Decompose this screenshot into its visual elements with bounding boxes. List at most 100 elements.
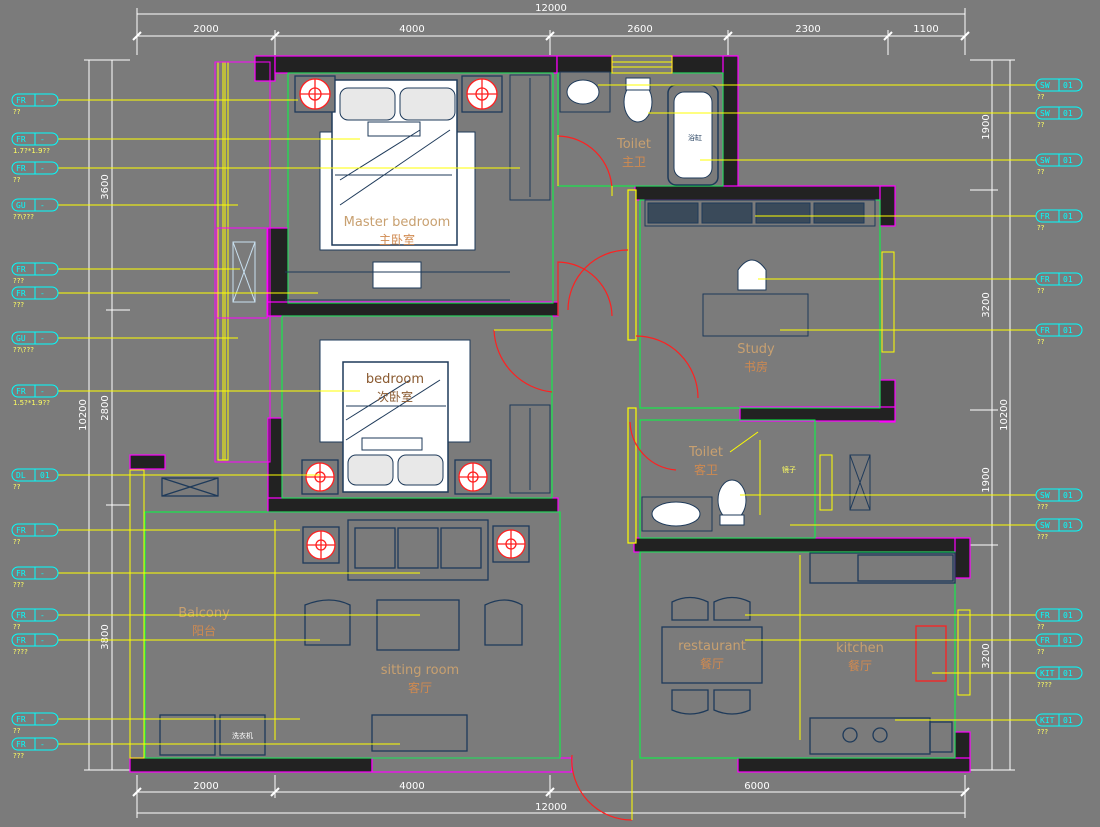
- tag-code: FR: [16, 569, 26, 578]
- tag-number: 01: [1063, 611, 1073, 620]
- dim-right-total: 10200: [999, 399, 1010, 431]
- dim-bottom-3: 6000: [744, 781, 769, 792]
- tag-code: FR: [16, 611, 26, 620]
- right-tag: SW 01??: [1035, 78, 1083, 101]
- wardrobe-second: [509, 404, 551, 494]
- master-bedroom-label-en: Master bedroom: [344, 215, 451, 230]
- master-bed: [319, 79, 476, 251]
- dim-top-total: 12000: [535, 3, 567, 14]
- tag-code: SW: [1040, 521, 1050, 530]
- bedroom-label-en: bedroom: [366, 372, 424, 387]
- left-tag: FR-???: [11, 566, 59, 589]
- left-window-frame: [214, 61, 271, 463]
- tag-code: GU: [16, 201, 26, 210]
- tag-number: 01: [1063, 491, 1073, 500]
- tag-code: FR: [1040, 636, 1050, 645]
- left-tag: FR-??: [11, 93, 59, 116]
- tag-code: FR: [16, 636, 26, 645]
- tag-number: 01: [1063, 275, 1073, 284]
- dim-right-1: 1900: [981, 114, 992, 139]
- tag-number: -: [40, 201, 45, 210]
- sitting-room-label-cn: 客厅: [408, 680, 432, 695]
- tag-note: ??: [1037, 121, 1045, 129]
- tag-number: -: [40, 715, 45, 724]
- door-leaves: [494, 135, 633, 820]
- tag-note: ??: [13, 727, 21, 735]
- dim-right-2: 3200: [981, 292, 992, 317]
- left-tag: FR -??: [11, 523, 59, 546]
- dim-left-total: 10200: [78, 399, 89, 431]
- guest-toilet-label-en: Toilet: [688, 445, 723, 460]
- kitchen-label-cn: 餐厅: [848, 658, 872, 673]
- tag-note: ??: [13, 538, 21, 546]
- tag-note: ???: [13, 277, 24, 285]
- mirror-label: 镜子: [782, 465, 796, 474]
- tag-code: FR: [1040, 275, 1050, 284]
- tag-code: FR: [16, 740, 26, 749]
- inner-outlines: [144, 72, 956, 759]
- tag-note: ??: [13, 483, 21, 491]
- left-tag: GU-??\???: [11, 198, 59, 221]
- living-furniture: [159, 477, 523, 756]
- left-tag: GU-??\???: [11, 331, 59, 354]
- study-furniture: [644, 199, 876, 337]
- master-toilet-label-en: Toilet: [616, 137, 651, 152]
- sitting-room-label-en: sitting room: [381, 663, 459, 678]
- tag-number: -: [40, 265, 45, 274]
- tag-note: ??: [1037, 338, 1045, 346]
- tag-note: ??: [1037, 224, 1045, 232]
- guest-toilet-label-cn: 客卫: [694, 462, 718, 477]
- tag-number: 01: [1063, 521, 1073, 530]
- tag-number: 01: [1063, 636, 1073, 645]
- left-tag: FR-1.7?*1.9??: [11, 132, 59, 155]
- tag-code: FR: [16, 135, 26, 144]
- tag-number: 01: [1063, 669, 1073, 678]
- master-bath-fixtures: 浴缸: [559, 71, 719, 186]
- dim-bottom-1: 2000: [193, 781, 218, 792]
- tag-code: FR: [16, 265, 26, 274]
- tag-note: ???: [1037, 728, 1048, 736]
- left-tag: FR-???: [11, 286, 59, 309]
- restaurant-label-cn: 餐厅: [700, 656, 724, 671]
- tag-number: -: [40, 569, 45, 578]
- tag-code: SW: [1040, 81, 1050, 90]
- tag-number: -: [40, 135, 45, 144]
- right-tag: SW 01???: [1035, 518, 1083, 541]
- tag-note: ??\???: [13, 346, 34, 354]
- tag-note: ???: [1037, 533, 1048, 541]
- washer-label: 洗衣机: [232, 731, 253, 740]
- bathtub-label: 浴缸: [688, 133, 702, 142]
- dim-bottom-2: 4000: [399, 781, 424, 792]
- tag-number: -: [40, 96, 45, 105]
- second-bed: [319, 339, 471, 493]
- tag-number: -: [40, 289, 45, 298]
- tag-code: FR: [16, 526, 26, 535]
- tag-note: ??: [1037, 93, 1045, 101]
- right-tag: FR 01??: [1035, 323, 1083, 346]
- tag-number: -: [40, 526, 45, 535]
- tag-code: KIT: [1040, 669, 1055, 678]
- tag-number: 01: [1063, 81, 1073, 90]
- tag-note: ??: [1037, 623, 1045, 631]
- tag-number: 01: [1063, 156, 1073, 165]
- left-tag: FR-??: [11, 608, 59, 631]
- restaurant-label-en: restaurant: [678, 639, 746, 654]
- left-tag: FR -???: [11, 262, 59, 285]
- tag-code: FR: [16, 96, 26, 105]
- left-tag: FR-??: [11, 161, 59, 184]
- tag-number: -: [40, 740, 45, 749]
- dresser: [285, 261, 510, 301]
- left-tag-column: FR-??FR-1.7?*1.9??FR-??GU-??\???FR-???FR…: [11, 93, 59, 760]
- tag-code: SW: [1040, 156, 1050, 165]
- tag-code: FR: [1040, 326, 1050, 335]
- dim-top-1: 2000: [193, 24, 218, 35]
- tag-number: 01: [1063, 326, 1073, 335]
- tag-note: ??: [13, 176, 21, 184]
- left-tag: FR-???: [11, 737, 59, 760]
- left-tag: FR-??: [11, 712, 59, 735]
